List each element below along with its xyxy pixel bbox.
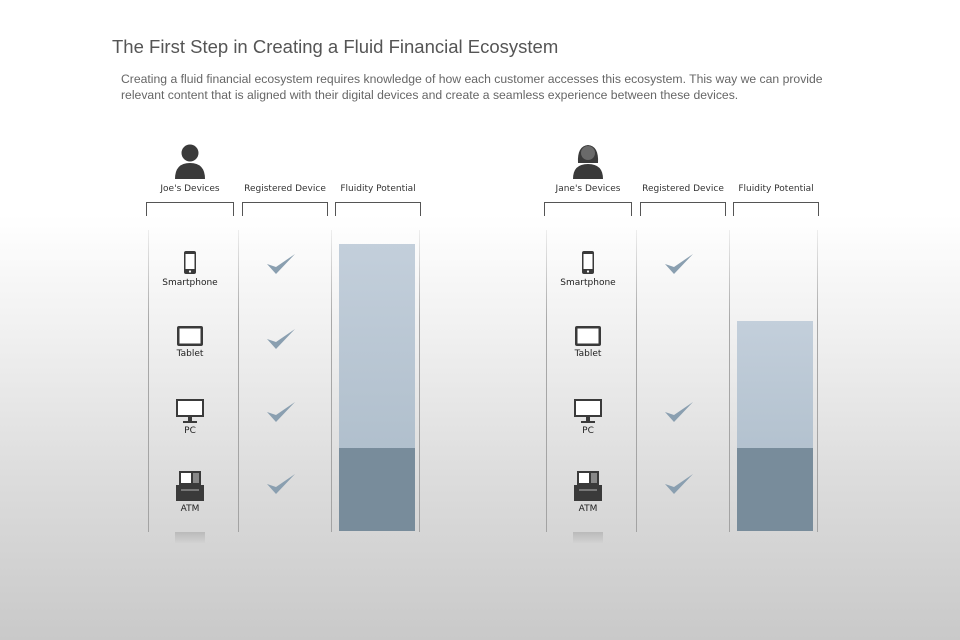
header-bracket bbox=[146, 202, 234, 216]
atm-reflection bbox=[573, 532, 603, 544]
device-atm: ATM bbox=[548, 470, 628, 514]
column-divider bbox=[817, 230, 818, 532]
column-divider bbox=[546, 230, 547, 532]
intro-text: Creating a fluid financial ecosystem req… bbox=[121, 72, 823, 102]
column-divider bbox=[729, 230, 730, 532]
header-registered: Registered Device bbox=[244, 184, 326, 194]
male-person-icon bbox=[173, 143, 207, 179]
check-icon bbox=[265, 472, 297, 496]
header-bracket bbox=[640, 202, 726, 216]
smartphone-icon bbox=[582, 251, 594, 274]
device-tablet: Tablet bbox=[150, 325, 230, 359]
jane-panel: Jane's Devices Registered Device Fluidity … bbox=[538, 140, 819, 560]
header-bracket bbox=[242, 202, 328, 216]
check-icon bbox=[265, 252, 297, 276]
female-person-icon bbox=[571, 143, 605, 179]
page-title: The First Step in Creating a Fluid Finan… bbox=[112, 36, 559, 57]
check-icon bbox=[663, 252, 695, 276]
device-label: Tablet bbox=[574, 349, 602, 359]
column-divider bbox=[419, 230, 420, 532]
tablet-icon bbox=[575, 326, 601, 346]
device-label: PC bbox=[582, 426, 594, 436]
smartphone-icon bbox=[184, 251, 196, 274]
device-label: Smartphone bbox=[162, 278, 218, 288]
fluidity-bar bbox=[339, 244, 415, 531]
check-icon bbox=[663, 472, 695, 496]
fluidity-base-fill bbox=[339, 448, 415, 531]
header-bracket bbox=[544, 202, 632, 216]
pc-icon bbox=[176, 399, 204, 423]
device-label: PC bbox=[184, 426, 196, 436]
column-divider bbox=[331, 230, 332, 532]
device-atm: ATM bbox=[150, 470, 230, 514]
atm-reflection bbox=[175, 532, 205, 544]
device-smartphone: Smartphone bbox=[548, 250, 628, 288]
tablet-icon bbox=[177, 326, 203, 346]
joe-panel: Joe's Devices Registered Device Fluidity P… bbox=[140, 140, 421, 560]
device-tablet: Tablet bbox=[548, 325, 628, 359]
column-divider bbox=[636, 230, 637, 532]
pc-icon bbox=[574, 399, 602, 423]
device-label: ATM bbox=[578, 504, 598, 514]
device-pc: PC bbox=[150, 398, 230, 436]
fluidity-base-fill bbox=[737, 448, 813, 531]
fluidity-bar bbox=[737, 244, 813, 531]
header-fluidity: Fluidity Potential bbox=[340, 184, 416, 194]
device-pc: PC bbox=[548, 398, 628, 436]
header-devices: Jane's Devices bbox=[555, 184, 621, 194]
device-smartphone: Smartphone bbox=[150, 250, 230, 288]
header-registered: Registered Device bbox=[642, 184, 724, 194]
header-bracket bbox=[733, 202, 819, 216]
device-label: ATM bbox=[180, 504, 200, 514]
check-icon bbox=[265, 327, 297, 351]
header-fluidity: Fluidity Potential bbox=[738, 184, 814, 194]
atm-icon bbox=[574, 471, 602, 501]
check-icon bbox=[663, 400, 695, 424]
column-divider bbox=[148, 230, 149, 532]
header-devices: Joe's Devices bbox=[160, 184, 220, 194]
check-icon bbox=[265, 400, 297, 424]
atm-icon bbox=[176, 471, 204, 501]
header-bracket bbox=[335, 202, 421, 216]
device-label: Tablet bbox=[176, 349, 204, 359]
column-divider bbox=[238, 230, 239, 532]
device-label: Smartphone bbox=[560, 278, 616, 288]
